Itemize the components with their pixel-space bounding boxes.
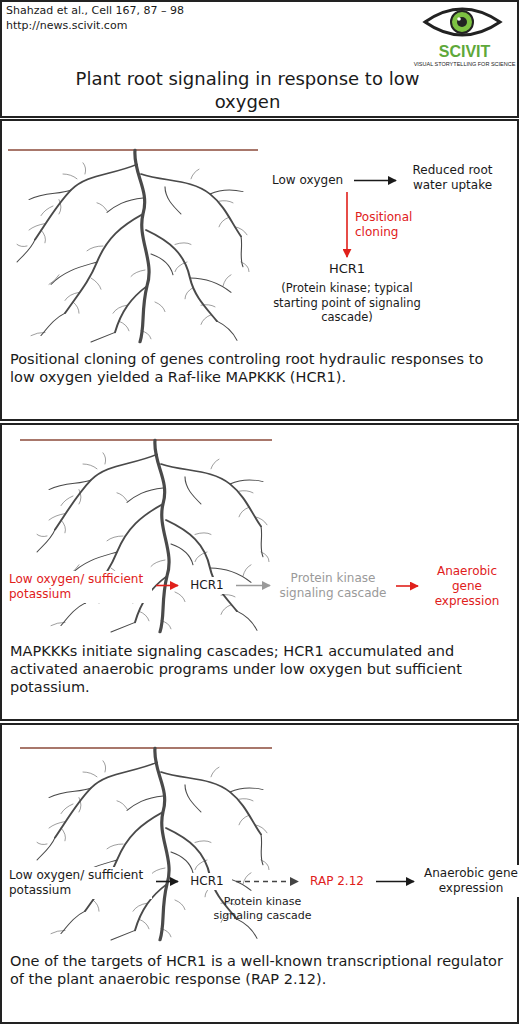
edge-label-box: Positional cloning [355,210,435,240]
arrow-connector [156,585,178,587]
label-box: http://news.scivit.com [6,19,256,33]
node-note: (Protein kinase; typical starting point … [272,281,422,324]
flow-term: Anaerobic gene expression [422,563,512,610]
panel-caption: MAPKKKs initiate signaling cascades; HCR… [10,642,509,696]
arrow-connector [156,881,178,883]
node-label: HCR1 [185,578,229,593]
logo-text: SCIVIT [412,42,517,62]
arrow-connector [376,881,414,883]
node-label: Low oxygen [272,173,350,188]
panel-caption: One of the targets of HCR1 is a well-kno… [10,952,509,988]
node-label: Anaerobic gene expression [425,564,509,609]
label-box: Protein kinase signaling cascade [205,895,320,923]
citation: Shahzad et al., Cell 167, 87 – 98 [6,4,256,18]
node-label: Low oxygen/ sufficient potassium [9,868,149,898]
label-box: Shahzad et al., Cell 167, 87 – 98 [6,4,256,18]
soil-line [8,149,258,150]
label-box: VISUAL STORYTELLING FOR SCIENCE [412,61,517,68]
flow-term: Reduced root water uptake [400,163,505,193]
edge-label: Positional cloning [355,210,435,240]
arrow-connector [354,180,396,182]
panel-caption: Positional cloning of genes controling r… [10,350,509,386]
flow-term: Low oxygen [272,173,350,188]
arrow-connector [236,585,270,587]
node-label: Low oxygen/ sufficient potassium [9,572,149,602]
node-label: RAP 2.12 [305,874,369,889]
flow-term: HCR1 [182,577,232,594]
panel: One of the targets of HCR1 is a well-kno… [0,723,519,1024]
soil-line [20,439,272,440]
annotation: Protein kinase signaling cascade [205,895,320,923]
node-label: Reduced root water uptake [400,163,505,193]
node-label: HCR1 [272,261,422,277]
root-illustration [37,440,269,632]
label-box: SCIVIT [412,42,517,62]
flow-term: Low oxygen/ sufficient potassium [6,571,152,603]
logo-eye [425,9,500,35]
node-label: HCR1 [185,874,229,889]
arrow-connector [236,881,298,883]
flow-term: HCR1 [182,873,232,890]
node-label: Anaerobic gene expression [421,866,519,896]
citation: http://news.scivit.com [6,19,256,33]
logo-pupil [457,17,467,27]
flow-term: Protein kinase signaling cascade [274,570,392,602]
arrow-connector [346,192,348,257]
panel: Positional cloning of genes controling r… [0,119,519,421]
logo-iris [451,11,473,33]
arrow-connector [396,585,418,587]
node-label: Protein kinase signaling cascade [277,571,389,601]
logo-highlight [457,17,461,21]
title: Plant root signaling in response to low … [75,68,420,113]
flow-term: RAP 2.12 [302,873,372,890]
panel: MAPKKKs initiate signaling cascades; HCR… [0,423,519,721]
root-illustration [17,150,249,342]
header-frame [1,1,518,117]
flow-term: HCR1 (Protein kinase; typical starting po… [272,261,422,324]
logo-text: VISUAL STORYTELLING FOR SCIENCE [412,61,517,68]
soil-line [20,747,272,748]
title-box: Plant root signaling in response to low … [75,68,420,113]
flow-term: Low oxygen/ sufficient potassium [6,867,152,899]
flow-term: Anaerobic gene expression [418,865,519,897]
